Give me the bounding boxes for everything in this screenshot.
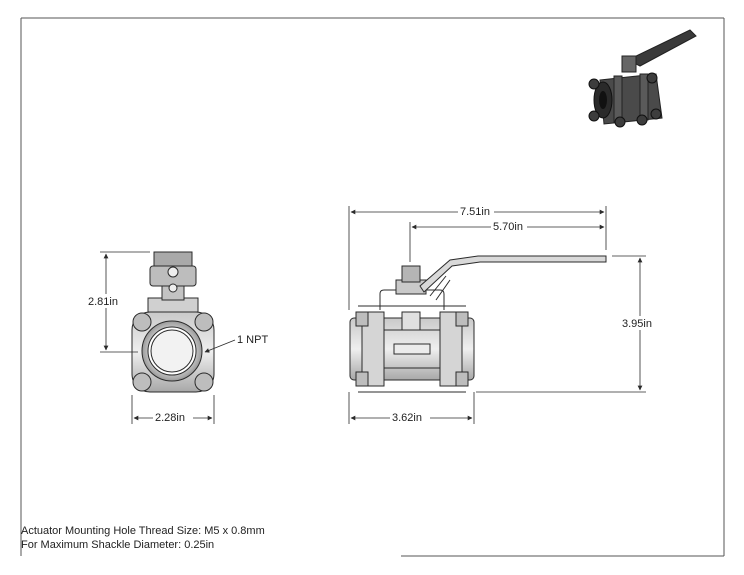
note-mounting-thread: Actuator Mounting Hole Thread Size: M5 x…	[21, 525, 265, 537]
side-body-length-label: 3.62in	[392, 412, 422, 424]
front-view	[131, 251, 215, 393]
front-height-label: 2.81in	[88, 296, 118, 308]
side-overall-length-label: 7.51in	[460, 206, 490, 218]
isometric-thumbnail	[588, 29, 697, 128]
front-width-label: 2.28in	[155, 412, 185, 424]
note-shackle-diameter: For Maximum Shackle Diameter: 0.25in	[21, 539, 215, 551]
thread-leader	[204, 339, 236, 353]
sheet-border	[20, 17, 725, 557]
side-view	[349, 255, 607, 393]
thread-callout: 1 NPT	[237, 334, 268, 346]
side-handle-length-label: 5.70in	[493, 221, 523, 233]
side-height-label: 3.95in	[622, 318, 652, 330]
